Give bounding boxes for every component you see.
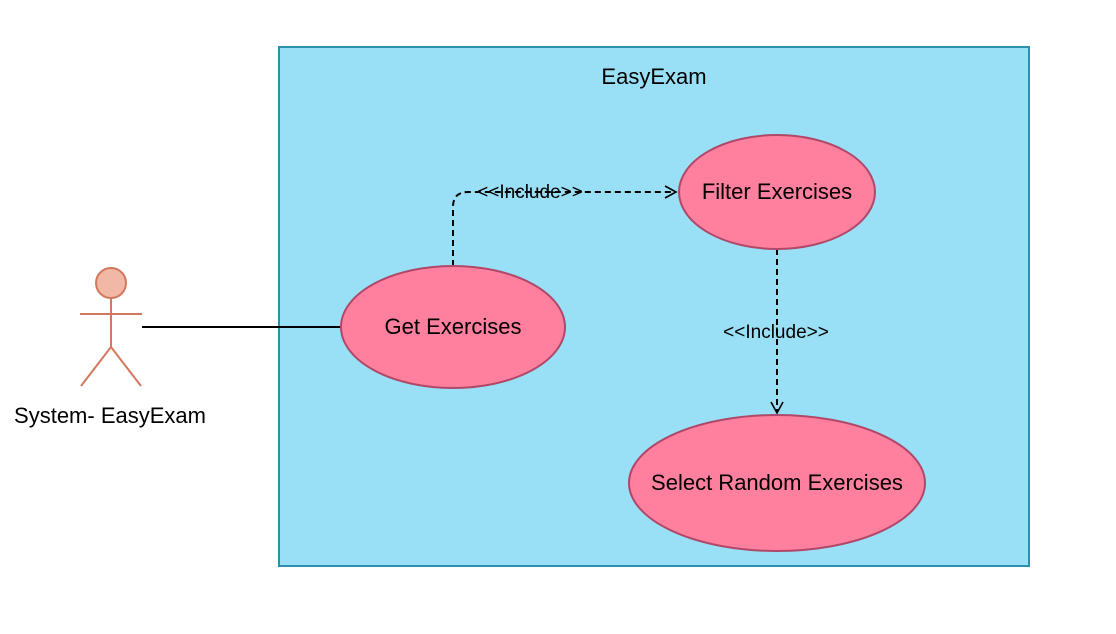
include-label-right: <<Include>> — [723, 322, 829, 343]
system-title: EasyExam — [601, 64, 706, 89]
include-connector-filter — [452, 185, 678, 266]
include-label-top: <<Include>> — [477, 182, 583, 203]
actor-right-leg — [110, 346, 142, 387]
actor — [80, 267, 142, 387]
use-case-select-random-exercises — [628, 414, 926, 552]
actor-label: System- EasyExam — [14, 403, 206, 428]
use-case-get-exercises — [340, 265, 566, 389]
use-case-filter-exercises-label: Filter Exercises — [702, 179, 852, 204]
actor-left-leg — [80, 346, 112, 387]
actor-head — [95, 267, 127, 299]
use-case-get-exercises-label: Get Exercises — [385, 314, 522, 339]
use-case-filter-exercises — [678, 134, 876, 250]
use-case-select-random-exercises-label: Select Random Exercises — [651, 470, 903, 495]
